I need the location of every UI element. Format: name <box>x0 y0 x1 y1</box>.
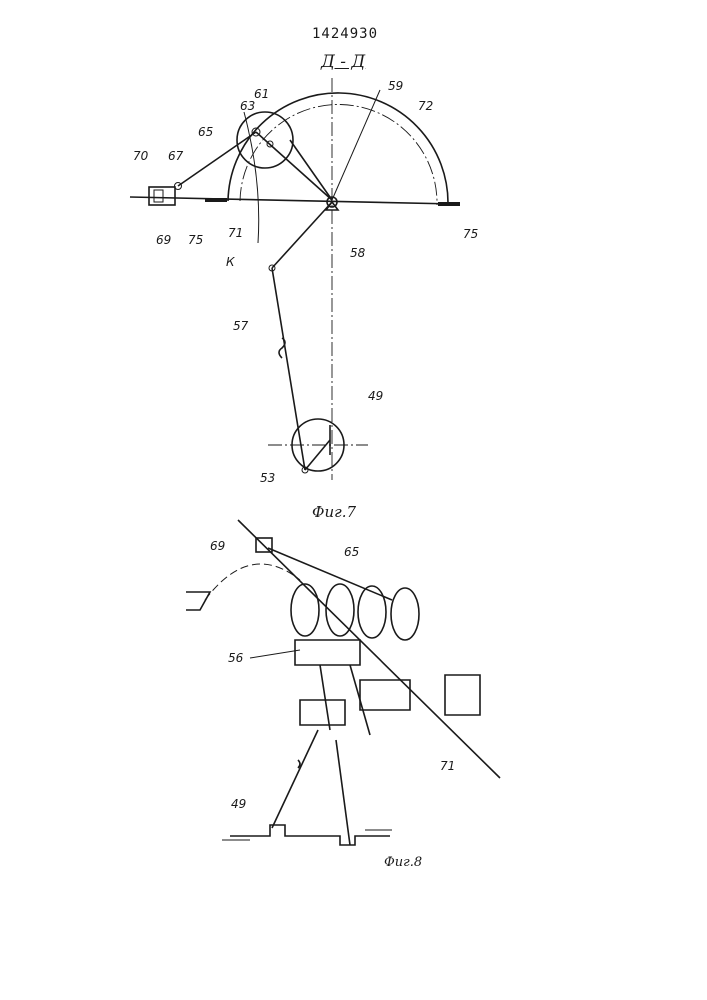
block-70 <box>154 190 163 202</box>
rail-71 <box>238 520 500 778</box>
turnbuckle-fig8 <box>298 760 300 768</box>
seat-fig8-1 <box>360 680 410 710</box>
label-53: 53 <box>260 471 275 485</box>
label-56-fig8: 56 <box>228 651 244 665</box>
label-70: 70 <box>133 149 149 163</box>
leader-56 <box>250 650 300 658</box>
label-75-left: 75 <box>188 233 203 247</box>
label-67: 67 <box>168 149 184 163</box>
housing-72-outer <box>228 93 448 205</box>
support-75-left <box>205 198 227 202</box>
label-61: 61 <box>254 87 269 101</box>
label-72: 72 <box>418 99 433 113</box>
label-59: 59 <box>388 79 403 93</box>
label-49-fig8: 49 <box>231 797 246 811</box>
link-57 <box>272 268 305 470</box>
base-49-fig8 <box>230 825 390 845</box>
housing-72-inner <box>240 104 437 205</box>
strut-fig8-1 <box>320 665 330 730</box>
figure-8-caption: Фиг.8 <box>384 855 422 870</box>
label-49: 49 <box>368 389 383 403</box>
housing-arc-fig8 <box>205 564 300 600</box>
figure-7-caption: Фиг.7 <box>312 503 356 521</box>
turnbuckle-57 <box>279 338 285 358</box>
arm-61-to-pivot <box>256 132 332 200</box>
strut-fig8-2 <box>350 665 370 735</box>
link-59-leader <box>332 90 380 200</box>
link-59-lower <box>290 140 332 200</box>
label-65: 65 <box>198 125 213 139</box>
base-line <box>130 197 455 204</box>
wheel-fig8-1 <box>291 584 319 636</box>
seat-fig8-2 <box>445 675 480 715</box>
label-63: 63 <box>240 99 255 113</box>
label-65-fig8: 65 <box>344 545 359 559</box>
label-69-fig8: 69 <box>210 539 225 553</box>
link-lower-fig8-2 <box>336 740 350 845</box>
label-57: 57 <box>233 319 249 333</box>
label-71-fig8: 71 <box>440 759 455 773</box>
lower-block-fig8 <box>300 700 345 725</box>
wheel-fig8-4 <box>391 588 419 640</box>
link-58 <box>272 202 332 268</box>
link-lower-fig8-1 <box>272 730 318 828</box>
slide-block-fig8 <box>295 640 360 665</box>
housing-end-fig8 <box>186 592 210 610</box>
label-k: К <box>226 255 235 269</box>
support-75-right <box>438 202 460 206</box>
crank-53 <box>305 440 330 470</box>
label-69: 69 <box>156 233 171 247</box>
label-71: 71 <box>228 226 243 240</box>
wheel-fig8-3 <box>358 586 386 638</box>
label-58: 58 <box>350 246 366 260</box>
label-75-right: 75 <box>463 227 478 241</box>
